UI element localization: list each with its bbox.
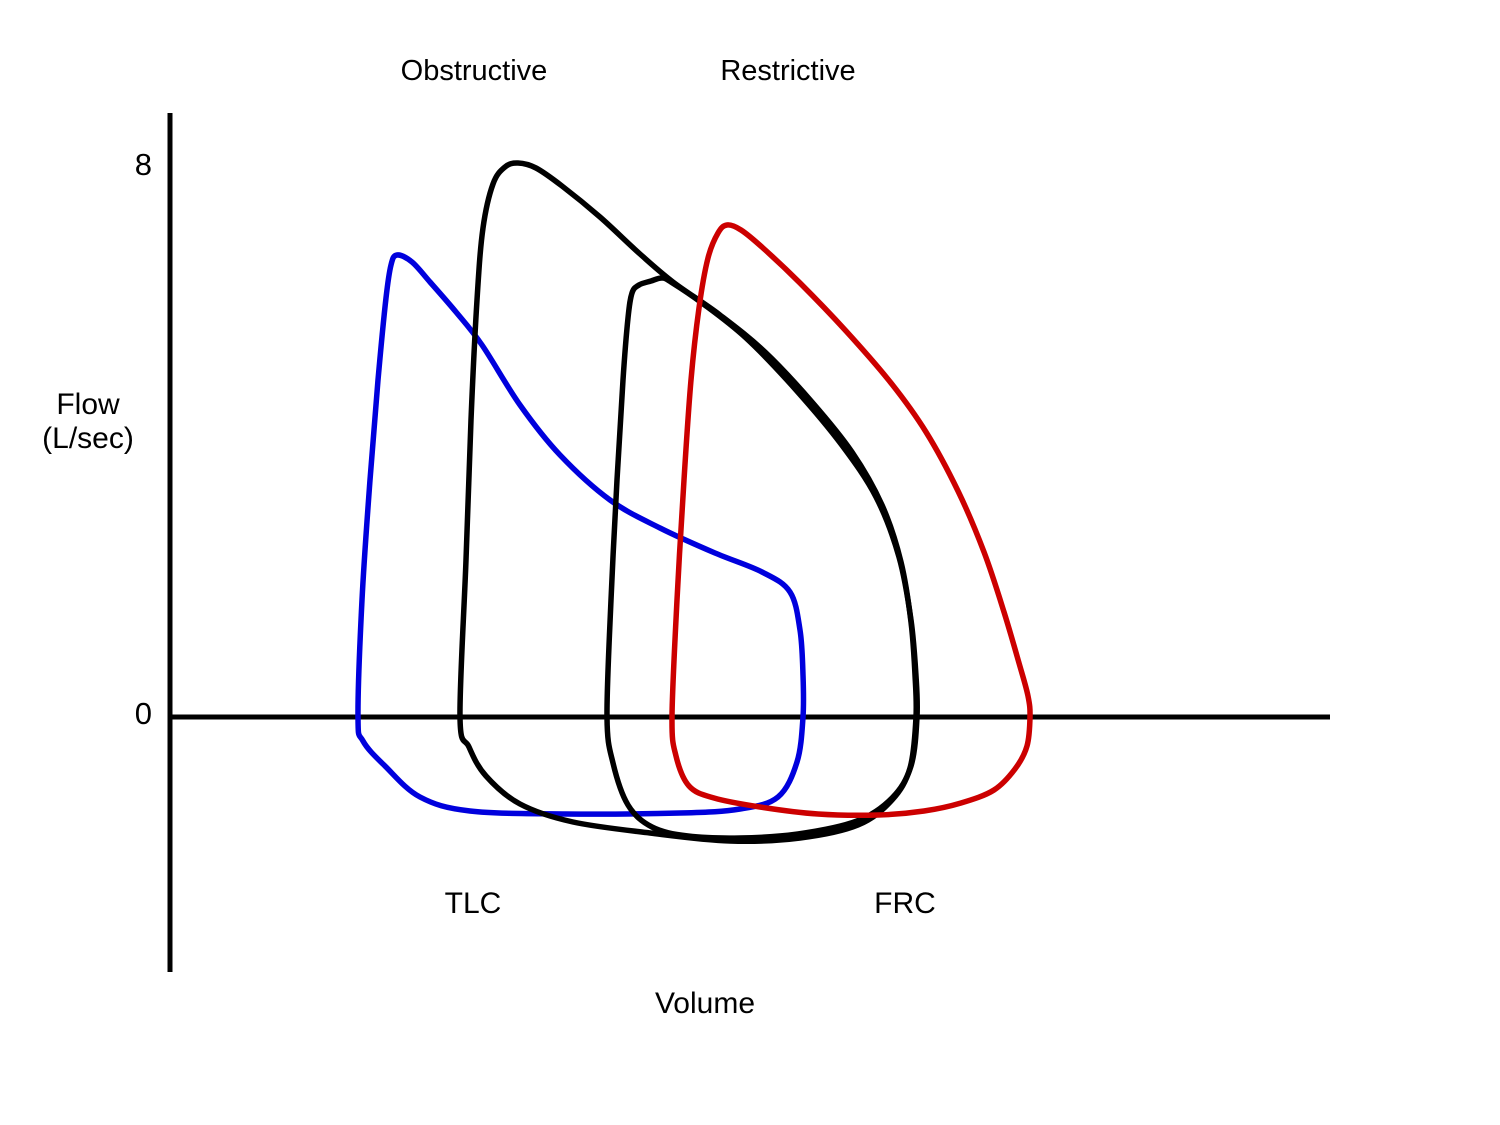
- x-axis-label: Volume: [655, 987, 755, 1020]
- loop-layer: [355, 160, 1033, 845]
- y-tick-8: 8: [135, 147, 152, 182]
- y-axis-label-line1: Flow: [56, 388, 120, 421]
- y-tick-0: 0: [135, 696, 152, 731]
- tlc-label: TLC: [445, 887, 502, 920]
- loop-black-loop-large: [457, 160, 920, 845]
- frc-label: FRC: [874, 887, 936, 920]
- loop-black-loop-small: [604, 275, 921, 841]
- restrictive-label: Restrictive: [720, 55, 855, 87]
- obstructive-label: Obstructive: [401, 55, 548, 87]
- y-axis-label-line2: (L/sec): [42, 422, 134, 455]
- loop-obstructive: [355, 252, 807, 817]
- loop-restrictive: [669, 222, 1033, 818]
